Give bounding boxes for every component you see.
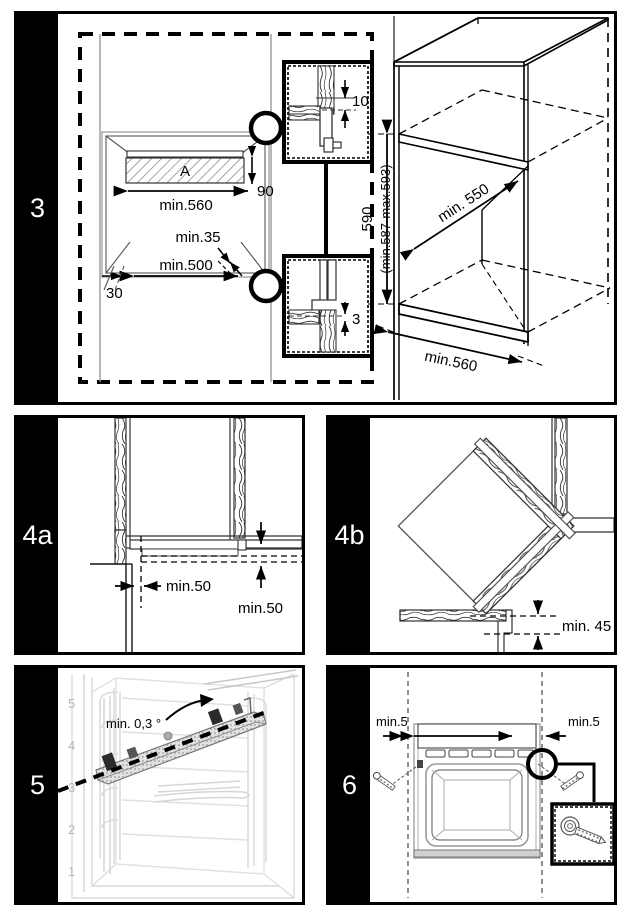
panel-number-6: 6 — [341, 769, 358, 800]
label-height-nominal: 590 — [359, 206, 376, 231]
rack-level-4: 4 — [68, 738, 75, 753]
detail-callout-bottom: 3 — [282, 254, 374, 358]
panel-4b-body: min. 45 — [370, 418, 614, 652]
panel-number-4b: 4b — [334, 519, 365, 550]
fixing-screw-left — [372, 760, 423, 791]
detail-callout-top: 10 — [282, 60, 374, 164]
panel-number-3: 3 — [29, 192, 46, 223]
rack-level-2: 2 — [68, 822, 75, 837]
panel-4a: 4a — [14, 415, 305, 655]
panel-5-drawing: min. 0,3 ° 5 4 3 2 1 — [58, 669, 299, 899]
panel-5: 5 — [14, 665, 305, 905]
label-4a-clearance-vertical: min.50 — [238, 600, 283, 617]
panel-4a-sidebar: 4a — [17, 418, 58, 652]
cabinet-isometric: 590 (min.587-max.593) min. 550 min.560 — [359, 16, 611, 400]
label-4b-clearance: min. 45 — [562, 618, 611, 635]
label-top-gap: 90 — [257, 183, 274, 200]
screw-detail-callout — [550, 802, 614, 866]
panel-3-drawing: A 90 min.560 min.35 min.500 3 — [78, 16, 611, 400]
panel-3-sidebar: 3 — [17, 14, 58, 402]
panel-4b-drawing: min. 45 — [397, 418, 614, 652]
panel-4b-sidebar: 4b — [329, 418, 370, 652]
label-width-min: min.560 — [159, 197, 212, 214]
panel-number-5: 5 — [29, 769, 46, 800]
panel-4a-body: min.50 min.50 — [58, 418, 302, 652]
panel-3: 3 — [14, 11, 617, 405]
label-6-clearance-left: min.5 — [376, 714, 408, 729]
panel-6: 6 — [326, 665, 617, 905]
label-rear-min: min.35 — [175, 229, 220, 246]
label-detail-bottom: 3 — [352, 311, 360, 328]
panel-6-body: min.5 min.5 — [370, 668, 614, 902]
label-height-range: (min.587-max.593) — [378, 164, 393, 273]
panel-6-drawing: min.5 min.5 — [372, 672, 614, 898]
label-front-offset: 30 — [106, 285, 123, 302]
rack-level-1: 1 — [68, 864, 75, 879]
panel-5-sidebar: 5 — [17, 668, 58, 902]
label-detail-top: 10 — [352, 93, 369, 110]
rack-level-5: 5 — [68, 696, 75, 711]
panel-4a-drawing: min.50 min.50 — [90, 418, 302, 652]
label-cabinet-width-min: min.560 — [423, 348, 479, 376]
label-area-a: A — [180, 163, 190, 180]
fixing-screw-right — [537, 763, 584, 791]
panel-4b: 4b — [326, 415, 617, 655]
label-6-clearance-right: min.5 — [568, 714, 600, 729]
panel-number-4a: 4a — [22, 519, 53, 550]
panel-5-body: min. 0,3 ° 5 4 3 2 1 — [58, 668, 302, 902]
panel-3-body: A 90 min.560 min.35 min.500 3 — [58, 14, 614, 402]
panel-6-sidebar: 6 — [329, 668, 370, 902]
label-4a-clearance-horizontal: min.50 — [166, 578, 211, 595]
label-depth-min: min.500 — [159, 257, 212, 274]
rack-level-3: 3 — [68, 780, 75, 795]
label-5-tilt-angle: min. 0,3 ° — [106, 716, 161, 731]
